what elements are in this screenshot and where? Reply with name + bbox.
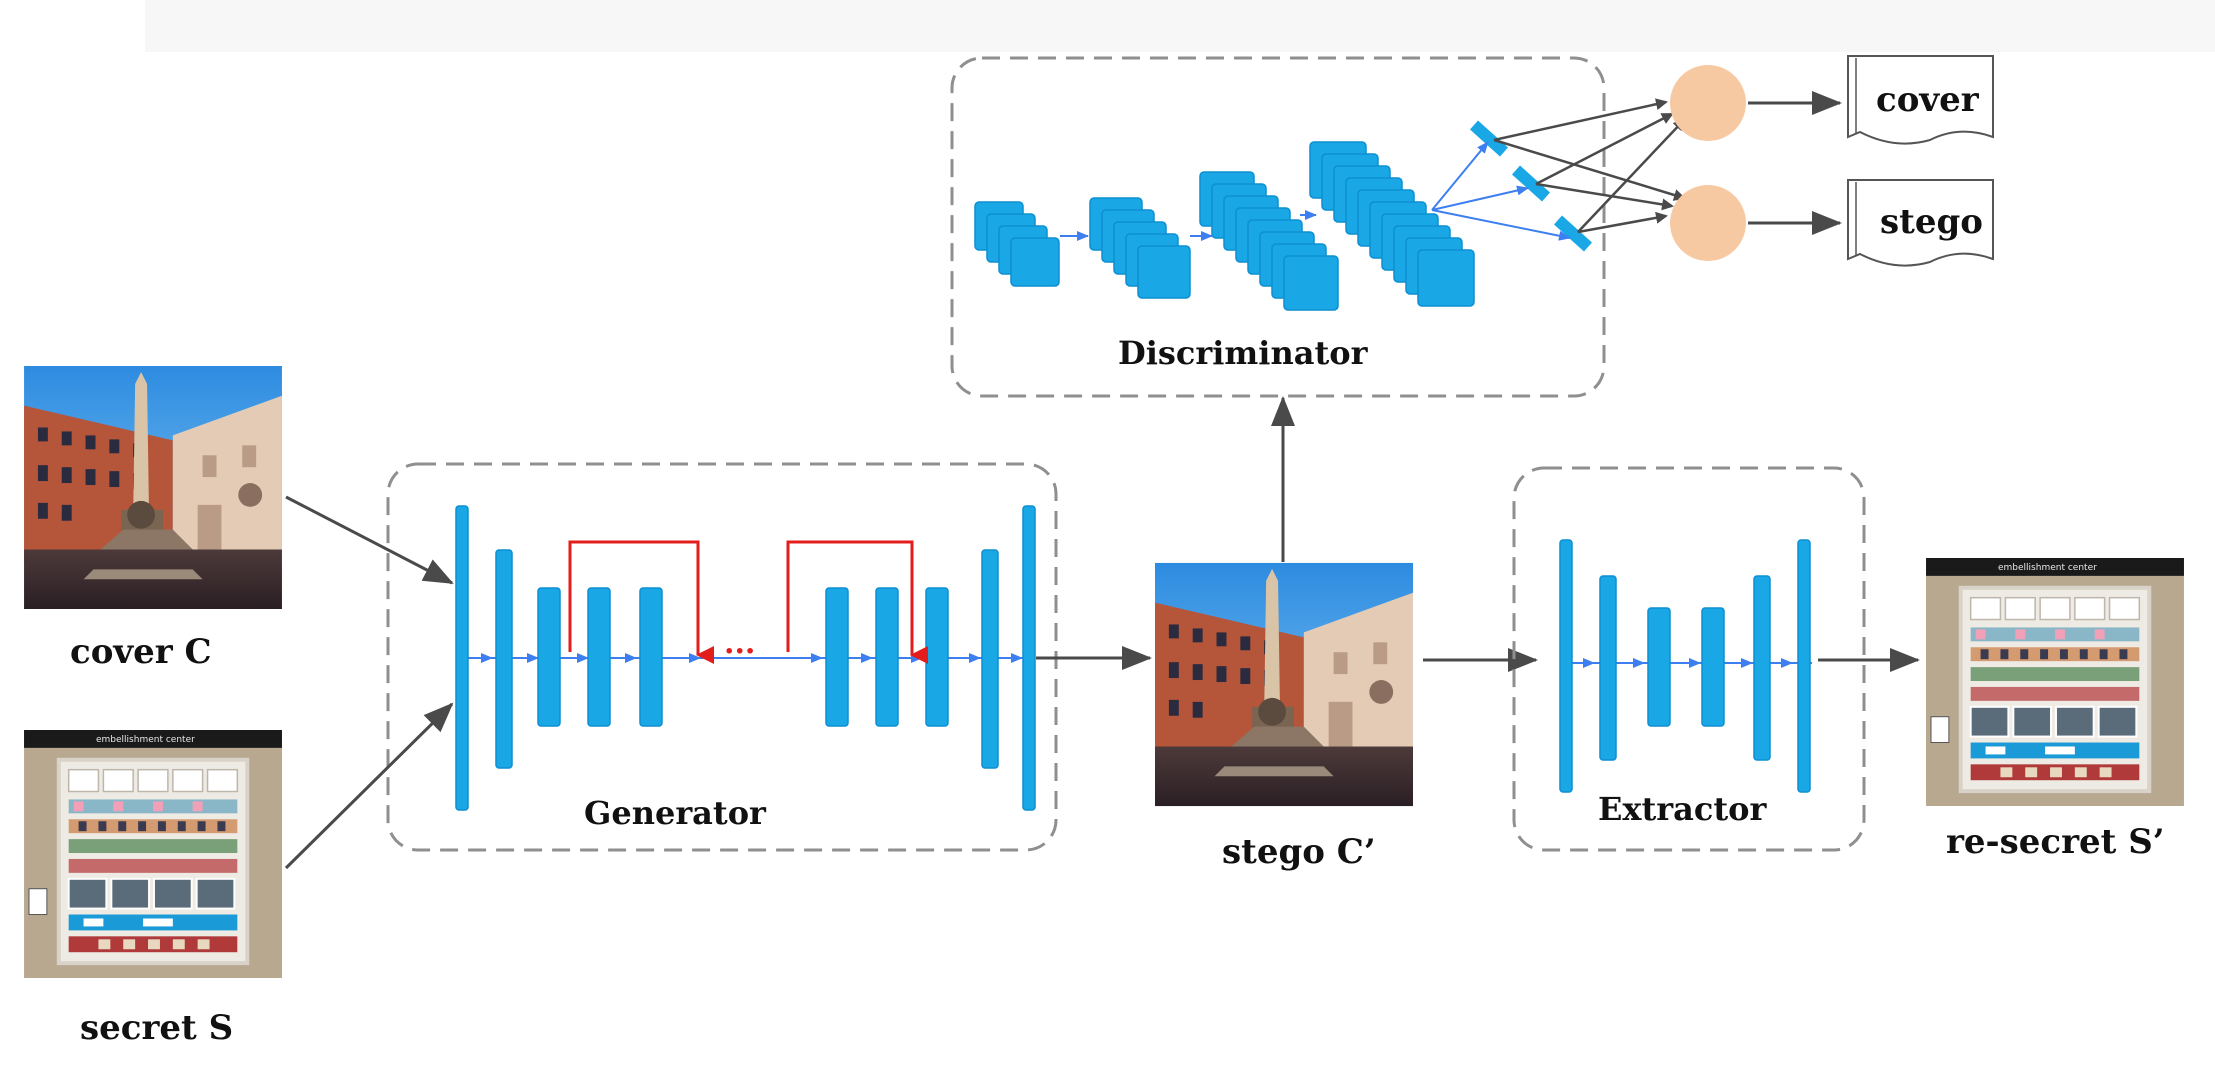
- discriminator-conv-stack-2: [1089, 197, 1191, 299]
- stego-label: stego C’: [1222, 832, 1376, 872]
- resecret-image: [1926, 558, 2184, 806]
- discriminator-conv-stack-3: [1199, 171, 1339, 311]
- discriminator-conv-stack-4: [1309, 141, 1475, 307]
- resecret-image-banner: embellishment center: [1998, 563, 2097, 573]
- discriminator-conv-stack-1: [974, 201, 1060, 287]
- stego-image: [1155, 562, 1413, 807]
- extractor-label: Extractor: [1598, 790, 1767, 828]
- resecret-label: re-secret S’: [1946, 822, 2165, 862]
- extractor-layers: [1559, 539, 1811, 793]
- secret-image-banner: embellishment center: [96, 735, 195, 745]
- output-node-cover: [1670, 65, 1746, 141]
- secret-image: [24, 730, 282, 978]
- discriminator-label: Discriminator: [1118, 334, 1368, 372]
- fc-input-arrows: [1431, 141, 1571, 241]
- extractor-box: [1512, 466, 1866, 852]
- cover-doc-shape: [1847, 55, 1994, 145]
- discriminator-internal-arrows: [1060, 210, 1317, 241]
- generator-label: Generator: [584, 794, 766, 832]
- secret-to-generator-arrow: [284, 702, 454, 870]
- skip-connection-1: [568, 540, 714, 664]
- stego-doc-shape: [1847, 179, 1994, 267]
- stego-output-label: stego: [1880, 202, 1983, 242]
- cover-output-label: cover: [1876, 80, 1979, 120]
- cover-to-generator-arrow: [285, 495, 454, 585]
- cover-image: [24, 366, 282, 609]
- generator-layers: [455, 505, 1036, 811]
- secret-input-label: secret S: [80, 1008, 234, 1048]
- output-node-stego: [1670, 185, 1746, 261]
- fc-layer-bars: [1469, 120, 1593, 252]
- skip-connection-2: [786, 540, 928, 664]
- fc-output-arrows: [1493, 98, 1686, 234]
- generator-ellipsis: ···: [724, 634, 756, 669]
- cover-input-label: cover C: [70, 632, 212, 672]
- top-border-strip: [0, 0, 2215, 52]
- top-left-tab: [0, 0, 145, 52]
